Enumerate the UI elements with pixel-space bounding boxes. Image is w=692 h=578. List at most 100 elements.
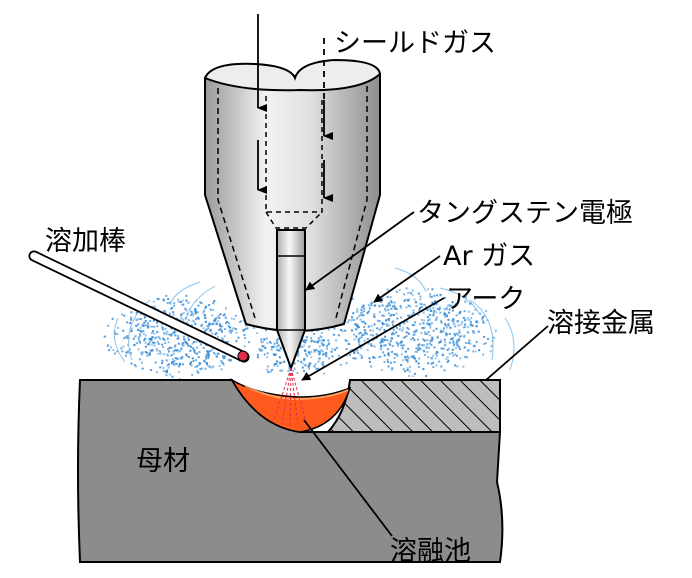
gas-particle [303,340,306,343]
gas-particle [451,352,454,354]
gas-particle [444,324,447,327]
gas-particle [177,335,180,338]
gas-particle [456,365,459,368]
gas-particle [483,315,486,318]
gas-particle [156,340,159,343]
gas-particle [458,312,461,315]
gas-particle [402,336,405,339]
gas-particle [389,343,392,346]
gas-particle [439,331,442,334]
gas-particle [367,325,370,328]
gas-particle [263,338,266,341]
weld-metal [325,379,501,433]
gas-particle [482,321,485,324]
gas-particle [429,307,432,310]
gas-particle [260,338,263,341]
gas-particle [390,300,393,303]
gas-particle [144,324,147,327]
gas-particle [159,366,162,369]
gas-particle [446,349,449,351]
gas-particle [427,331,430,333]
gas-particle [283,360,286,363]
gas-particle [205,357,207,360]
gas-particle [192,314,195,317]
gas-particle [340,328,342,331]
gas-particle [161,326,164,329]
gas-particle [414,321,416,324]
gas-particle [207,357,210,360]
gas-particle [212,308,215,311]
gas-particle [387,354,390,357]
gas-particle [468,339,471,342]
gas-particle [357,352,360,354]
gas-particle [183,335,185,338]
gas-particle [147,343,150,346]
gas-particle [168,363,170,366]
gas-particle [264,329,267,332]
gas-particle [172,361,175,364]
gas-particle [212,323,215,325]
gas-particle [244,336,246,339]
gas-particle [460,335,463,337]
gas-particle [222,355,224,357]
gas-particle [467,341,470,344]
gas-particle [199,343,202,346]
gas-particle [177,298,179,301]
gas-particle [107,324,110,327]
gas-particle [391,345,394,347]
gas-particle [305,336,308,339]
gas-particle [161,362,164,364]
gas-particle [354,357,357,360]
gas-particle [356,349,359,352]
gas-particle [125,354,128,357]
gas-particle [278,356,281,359]
gas-particle [215,323,218,326]
base-metal [77,377,504,563]
gas-particle [146,326,149,329]
gas-particle [198,351,201,353]
gas-particle [109,346,112,349]
gas-particle [393,361,396,364]
gas-particle [381,304,384,307]
gas-particle [269,342,272,345]
gas-particle [452,354,455,357]
gas-particle [430,322,433,325]
shield-gas-arrows [257,14,333,202]
gas-particle [256,356,259,359]
gas-particle [430,343,433,346]
gas-particle [326,345,328,348]
gas-particle [272,353,275,356]
gas-particle [364,322,367,325]
gas-particle [188,338,190,341]
gas-particle [198,340,201,343]
gas-particle [392,305,395,308]
gas-particle [301,362,304,365]
gas-particle [449,326,452,329]
gas-particle [432,361,435,364]
gas-particle [153,305,156,308]
gas-particle [494,329,497,332]
gas-particle [181,303,184,306]
gas-particle [155,336,158,339]
gas-particle [473,298,476,301]
gas-particle [483,335,486,338]
gas-particle [419,298,422,301]
gas-particle [228,330,231,333]
gas-particle [215,316,218,319]
gas-particle [177,337,180,340]
gas-particle [193,350,196,353]
gas-particle [382,314,385,317]
gas-particle [222,356,225,359]
gas-particle [192,320,195,323]
gas-particle [229,331,232,334]
gas-particle [210,366,213,369]
gas-particle [337,334,340,337]
gas-particle [458,347,461,350]
gas-particle [246,327,249,330]
gas-particle [358,343,361,346]
gas-particle [192,347,195,350]
gas-particle [139,333,141,336]
gas-particle [273,364,276,367]
gas-particle [301,346,304,348]
gas-particle [317,337,320,340]
